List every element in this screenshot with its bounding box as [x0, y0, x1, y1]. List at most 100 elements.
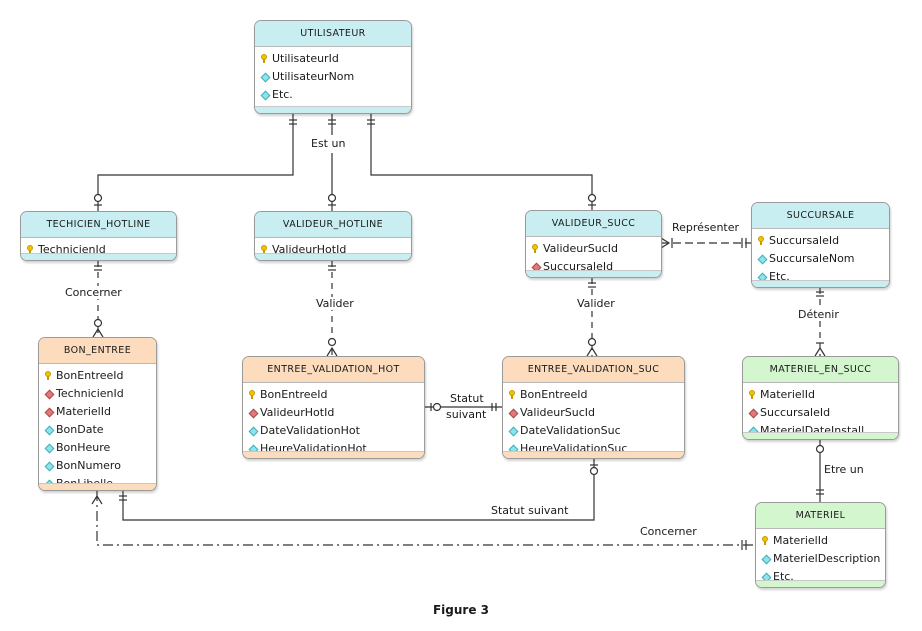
- attribute-name: BonHeure: [56, 441, 111, 454]
- attribute-name: Etc.: [769, 270, 790, 283]
- entity-title: VALIDEUR_HOTLINE: [255, 212, 411, 238]
- relationship-label-est-un: Est un: [311, 137, 346, 150]
- attribute-row: Etc.: [756, 568, 885, 586]
- attribute-row: SuccursaleId: [526, 258, 661, 276]
- entity-footer: [255, 253, 411, 260]
- entity-footer: [21, 253, 176, 260]
- entity-materiel-en-succ[interactable]: MATERIEL_EN_SUCC MaterielId SuccursaleId…: [742, 356, 899, 440]
- entity-title: ENTREE_VALIDATION_HOT: [243, 357, 424, 383]
- primary-key-icon: [532, 244, 538, 253]
- relationship-label-etre-un: Etre un: [824, 463, 864, 476]
- attribute-name: MaterielId: [773, 534, 828, 547]
- attribute-diamond-icon: [45, 462, 52, 470]
- entity-footer: [756, 580, 885, 587]
- edge-validation-suc-bon-entree: [122, 458, 595, 521]
- attribute-name: ValideurHotId: [272, 243, 347, 256]
- attribute-name: MaterielId: [56, 405, 111, 418]
- attribute-name: SuccursaleId: [769, 234, 840, 247]
- entity-title: SUCCURSALE: [752, 203, 889, 229]
- attribute-name: BonDate: [56, 423, 104, 436]
- edge-utilisateur-technicien: [97, 113, 294, 211]
- attribute-row: ValideurSucId: [526, 240, 661, 258]
- primary-key-icon: [27, 245, 33, 254]
- attribute-diamond-icon: [762, 555, 769, 563]
- attribute-diamond-icon: [261, 73, 268, 81]
- primary-key-icon: [509, 390, 515, 399]
- entity-valideur-hotline[interactable]: VALIDEUR_HOTLINE ValideurHotId: [254, 211, 412, 261]
- entity-technicien-hotline[interactable]: TECHICIEN_HOTLINE TechnicienId: [20, 211, 177, 261]
- entity-entree-validation-suc[interactable]: ENTREE_VALIDATION_SUC BonEntreeId Valide…: [502, 356, 685, 459]
- attribute-row: DateValidationSuc: [503, 422, 684, 440]
- attribute-row: UtilisateurId: [255, 50, 411, 68]
- edge-utilisateur-valideur-succ: [370, 113, 593, 211]
- attribute-row: BonNumero: [39, 457, 156, 475]
- attribute-row: SuccursaleId: [743, 404, 898, 422]
- entity-footer: [39, 483, 156, 490]
- attribute-name: Etc.: [773, 570, 794, 583]
- attribute-row: BonEntreeId: [243, 386, 424, 404]
- primary-key-icon: [758, 236, 764, 245]
- relationship-label-detenir: Détenir: [798, 308, 839, 321]
- entity-utilisateur[interactable]: UTILISATEUR UtilisateurId UtilisateurNom…: [254, 20, 412, 114]
- attribute-diamond-icon: [45, 426, 52, 434]
- attribute-name: DateValidationSuc: [520, 424, 621, 437]
- foreign-key-diamond-icon: [45, 390, 52, 398]
- attribute-row: DateValidationHot: [243, 422, 424, 440]
- attribute-name: SuccursaleId: [543, 260, 614, 273]
- attribute-name: MaterielId: [760, 388, 815, 401]
- attribute-row: BonDate: [39, 421, 156, 439]
- attribute-row: TechnicienId: [21, 241, 176, 259]
- relationship-label-statut-suivant-2: suivant: [446, 408, 487, 421]
- attribute-name: SuccursaleId: [760, 406, 831, 419]
- relationship-label-concerner-materiel: Concerner: [640, 525, 697, 538]
- entity-title: VALIDEUR_SUCC: [526, 211, 661, 237]
- attribute-name: ValideurHotId: [260, 406, 335, 419]
- entity-footer: [503, 451, 684, 458]
- entity-title: TECHICIEN_HOTLINE: [21, 212, 176, 238]
- attribute-name: ValideurSucId: [520, 406, 595, 419]
- relationship-label-valider-suc: Valider: [577, 297, 615, 310]
- attribute-name: TechnicienId: [38, 243, 106, 256]
- entity-valideur-succ[interactable]: VALIDEUR_SUCC ValideurSucId SuccursaleId: [525, 210, 662, 278]
- attribute-name: ValideurSucId: [543, 242, 618, 255]
- entity-footer: [743, 432, 898, 439]
- entity-succursale[interactable]: SUCCURSALE SuccursaleId SuccursaleNom Et…: [751, 202, 890, 288]
- primary-key-icon: [749, 390, 755, 399]
- attribute-row: BonEntreeId: [503, 386, 684, 404]
- foreign-key-diamond-icon: [45, 408, 52, 416]
- entity-title: MATERIEL_EN_SUCC: [743, 357, 898, 383]
- attribute-row: ValideurSucId: [503, 404, 684, 422]
- attribute-row: MaterielId: [39, 403, 156, 421]
- entity-title: ENTREE_VALIDATION_SUC: [503, 357, 684, 383]
- entity-footer: [243, 451, 424, 458]
- relationship-label-representer: Représenter: [672, 221, 740, 234]
- attribute-row: SuccursaleId: [752, 232, 889, 250]
- relationship-label-concerner-tech: Concerner: [65, 286, 122, 299]
- relationship-label-statut-suivant-bottom: Statut suivant: [491, 504, 569, 517]
- attribute-name: UtilisateurId: [272, 52, 339, 65]
- primary-key-icon: [261, 54, 267, 63]
- entity-bon-entree[interactable]: BON_ENTREE BonEntreeId TechnicienId Mate…: [38, 337, 157, 491]
- attribute-diamond-icon: [758, 255, 765, 263]
- attribute-name: SuccursaleNom: [769, 252, 855, 265]
- attribute-name: BonEntreeId: [260, 388, 328, 401]
- entity-footer: [526, 270, 661, 277]
- attribute-name: BonNumero: [56, 459, 121, 472]
- relationship-label-statut-suivant-1: Statut: [450, 392, 484, 405]
- attribute-name: TechnicienId: [56, 387, 124, 400]
- attribute-diamond-icon: [509, 427, 516, 435]
- entity-materiel[interactable]: MATERIEL MaterielId MaterielDescription …: [755, 502, 886, 588]
- entity-footer: [752, 280, 889, 287]
- entity-title: MATERIEL: [756, 503, 885, 529]
- entity-title: BON_ENTREE: [39, 338, 156, 364]
- entity-footer: [255, 106, 411, 113]
- attribute-row: ValideurHotId: [255, 241, 411, 259]
- foreign-key-diamond-icon: [509, 409, 516, 417]
- attribute-row: BonHeure: [39, 439, 156, 457]
- foreign-key-diamond-icon: [249, 409, 256, 417]
- attribute-diamond-icon: [261, 91, 268, 99]
- attribute-diamond-icon: [249, 427, 256, 435]
- primary-key-icon: [249, 390, 255, 399]
- entity-entree-validation-hot[interactable]: ENTREE_VALIDATION_HOT BonEntreeId Valide…: [242, 356, 425, 459]
